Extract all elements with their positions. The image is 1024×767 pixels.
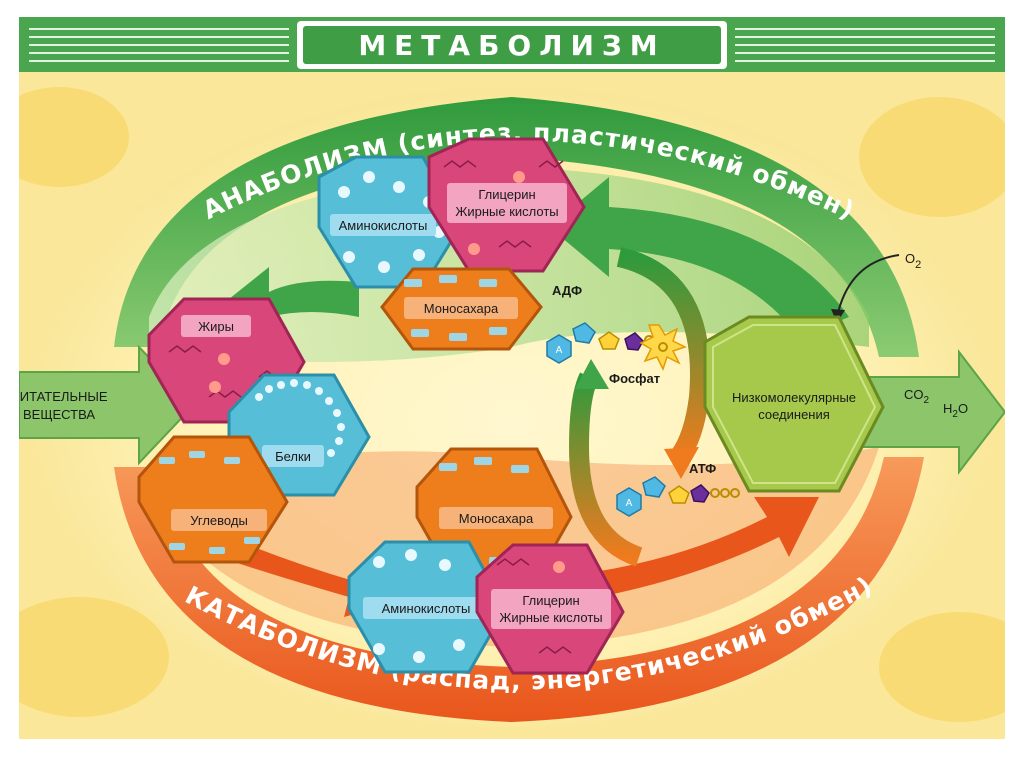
background-pattern	[19, 87, 1005, 722]
anabolism-band	[114, 97, 919, 357]
center-hex-line1: Низкомолекулярные	[732, 390, 856, 405]
hex-anabolic-glycerol-line1: Глицерин	[478, 187, 535, 202]
hex-carbs-label: Углеводы	[190, 513, 248, 528]
phosphate-burst: Фосфат	[609, 324, 687, 386]
hex-catabolic-monosaccharides-label: Моносахара	[459, 511, 534, 526]
center-hex-line2: соединения	[758, 407, 830, 422]
co2-label: CO2	[904, 387, 930, 406]
hex-fats-label: Жиры	[198, 319, 234, 334]
catabolism-arrow-right	[594, 497, 819, 597]
atp-molecule: АТФ A	[616, 461, 740, 517]
hex-carbs: Углеводы	[137, 435, 289, 564]
adp-molecule: АДФ A	[546, 283, 664, 364]
title-banner: МЕТАБОЛИЗМ	[19, 17, 1005, 72]
atp-arrow-head	[664, 447, 699, 479]
adp-label: АДФ	[552, 283, 582, 298]
hex-low-molecular-compounds: Низкомолекулярные соединения	[703, 315, 885, 493]
phosphate-label: Фосфат	[609, 371, 660, 386]
hex-anabolic-glycerol-line2: Жирные кислоты	[455, 204, 558, 219]
svg-text:A: A	[626, 498, 633, 509]
input-label-line2: ВЕЩЕСТВА	[23, 407, 95, 422]
input-label-line1: ПИТАТЕЛЬНЫЕ	[19, 389, 108, 404]
anabolism-arrow-upper	[549, 177, 849, 337]
o2-label: O2	[905, 251, 921, 271]
svg-text:A: A	[556, 345, 563, 356]
catabolism-band	[114, 457, 924, 722]
metabolism-diagram: МЕТАБОЛИЗМ АНАБОЛИЗМ (синтез, пластическ…	[19, 17, 1005, 727]
output-arrow: CO2 H2O	[858, 349, 1005, 475]
atp-label: АТФ	[689, 461, 716, 476]
page-title: МЕТАБОЛИЗМ	[358, 29, 665, 62]
h2o-label: H2O	[943, 401, 968, 420]
hex-catabolic-glycerol-line2: Жирные кислоты	[499, 610, 602, 625]
hex-anabolic-glycerol: Глицерин Жирные кислоты	[427, 137, 586, 273]
hex-catabolic-glycerol: Глицерин Жирные кислоты	[475, 543, 625, 675]
hex-anabolic-amino-acids-label: Аминокислоты	[339, 218, 428, 233]
hex-catabolic-amino-acids: Аминокислоты	[347, 540, 507, 674]
nutrients-input-arrow: ПИТАТЕЛЬНЫЕ ВЕЩЕСТВА	[19, 344, 196, 466]
hex-catabolic-glycerol-line1: Глицерин	[522, 593, 579, 608]
atp-adp-cycle	[568, 247, 710, 567]
hex-anabolic-monosaccharides-label: Моносахара	[424, 301, 499, 316]
metabolism-poster: МЕТАБОЛИЗМ АНАБОЛИЗМ (синтез, пластическ…	[19, 17, 1005, 739]
adp-arrow-head	[575, 359, 609, 389]
hex-proteins-label: Белки	[275, 449, 311, 464]
hex-anabolic-monosaccharides: Моносахара	[380, 267, 543, 351]
hex-catabolic-amino-acids-label: Аминокислоты	[382, 601, 471, 616]
